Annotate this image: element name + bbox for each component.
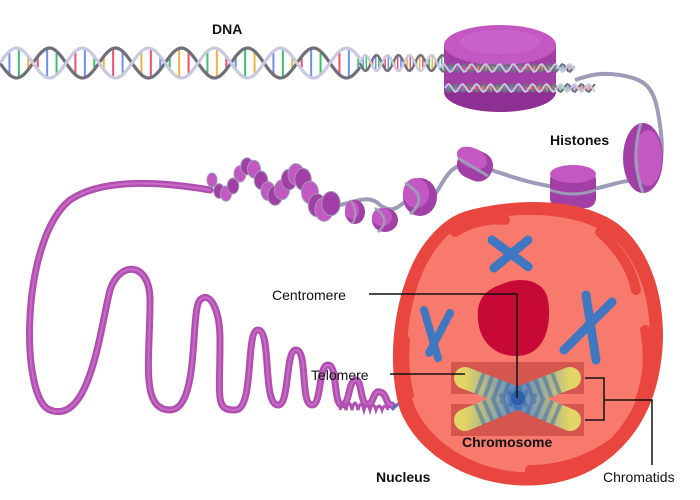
nucleosome	[345, 199, 365, 225]
dna-backbone	[0, 46, 362, 80]
label-histones: Histones	[550, 132, 610, 148]
nucleosome	[549, 165, 597, 208]
chromosome-main	[454, 367, 581, 431]
nucleosome	[372, 206, 398, 233]
label-dna: DNA	[212, 21, 243, 37]
chromosome-small	[559, 290, 617, 365]
dna-backbone	[444, 82, 596, 94]
chromatids-bracket	[585, 377, 605, 421]
nucleosome	[456, 146, 494, 182]
leader-lines	[369, 293, 653, 465]
nucleosome	[403, 178, 437, 216]
dna-backbone	[358, 53, 452, 73]
solenoid-nucleosome	[226, 177, 240, 195]
chromatids-leader	[604, 399, 653, 465]
centromere-leader	[369, 293, 518, 398]
chromatin-fiber-highlight	[28, 182, 393, 413]
chromatin-tight-coil	[338, 401, 390, 416]
dna-backbone	[439, 62, 575, 74]
label-nucleus: Nucleus	[376, 469, 431, 485]
chromosome-small	[487, 235, 535, 273]
solenoid-nucleosome	[206, 172, 218, 188]
solenoid-nucleosome	[321, 190, 341, 217]
dna-backbone	[444, 82, 596, 94]
label-centromere: Centromere	[272, 287, 346, 303]
label-telomere: Telomere	[311, 367, 369, 383]
label-chromatids: Chromatids	[603, 469, 675, 485]
dna-wrapped-around-histone	[439, 62, 596, 94]
dna-double-helix	[0, 46, 452, 80]
label-chromosome: Chromosome	[462, 434, 553, 450]
dna-backbone	[0, 46, 362, 80]
nucleosome	[623, 122, 663, 194]
nucleolus	[477, 280, 550, 356]
chromosome-small	[420, 306, 454, 362]
solenoid-fiber	[206, 157, 341, 222]
dna-backbone	[358, 53, 452, 73]
